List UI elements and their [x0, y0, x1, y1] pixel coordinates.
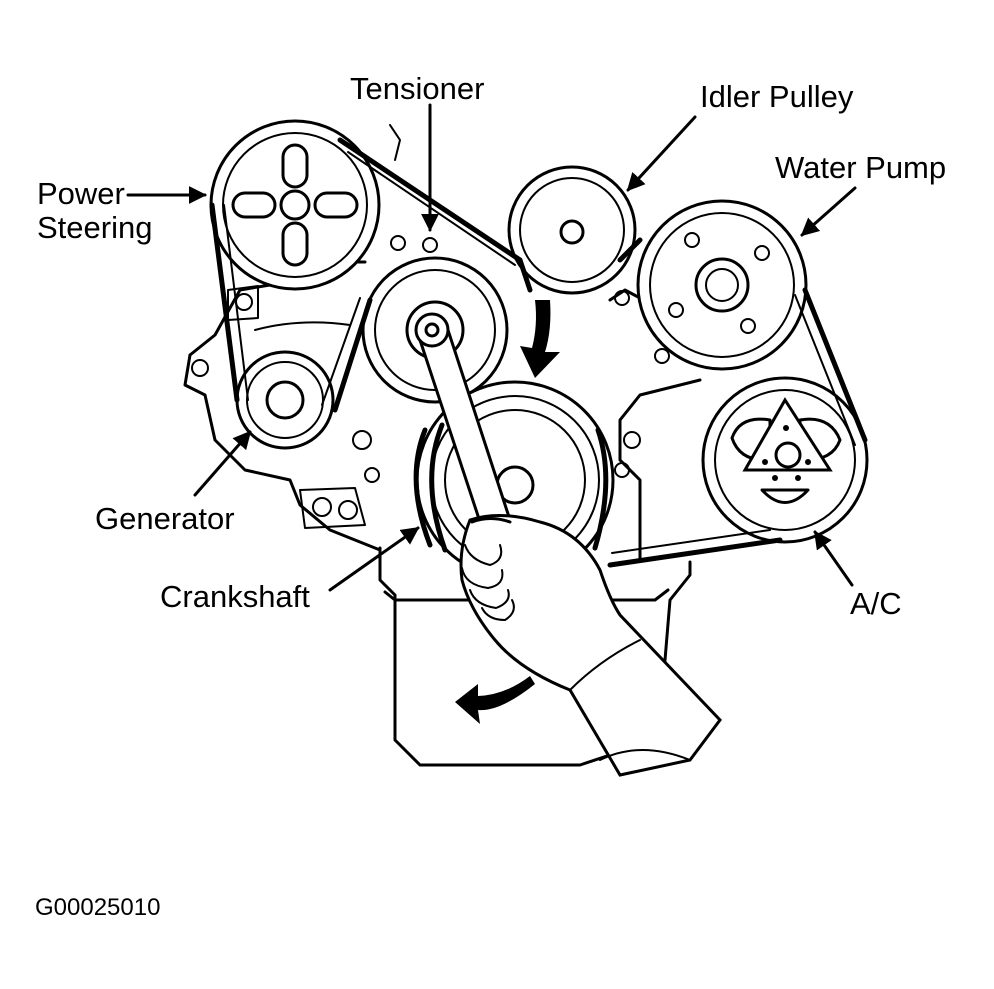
idler-pulley-label: Idler Pulley	[700, 79, 854, 114]
power-steering-pulley	[209, 119, 381, 291]
hand	[459, 513, 722, 777]
drive-belt	[209, 137, 868, 568]
engine-block	[183, 124, 702, 767]
tensioner-label: Tensioner	[350, 71, 484, 106]
leader-lines	[126, 103, 857, 592]
generator-label: Generator	[95, 501, 235, 536]
left-arrow-icon	[455, 676, 535, 724]
water-pump-label: Water Pump	[775, 150, 946, 185]
ac-label: A/C	[850, 586, 902, 621]
power-steering-label-line1: Power	[37, 176, 125, 211]
idler-pulley	[507, 165, 637, 295]
generator-pulley	[235, 350, 335, 450]
water-pump-pulley	[636, 199, 808, 371]
down-arrow-icon	[520, 300, 560, 378]
crankshaft-label: Crankshaft	[160, 579, 310, 614]
rotation-arrows	[455, 300, 560, 724]
power-steering-label-line2: Steering	[37, 210, 152, 245]
ac-pulley	[701, 376, 869, 544]
figure-code: G00025010	[35, 894, 160, 921]
